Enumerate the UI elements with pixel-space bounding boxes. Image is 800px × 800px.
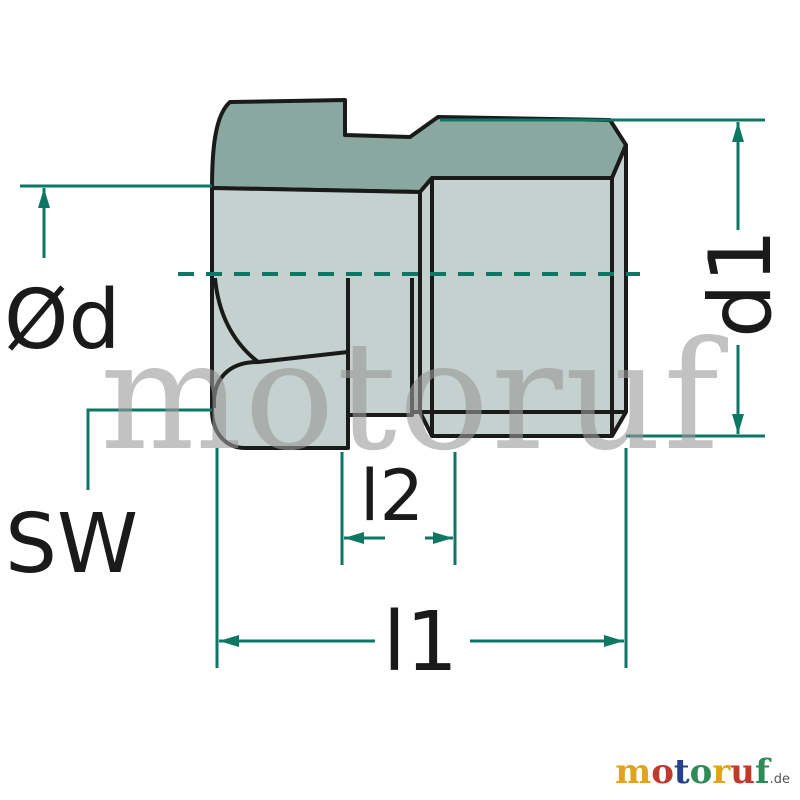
- label-sw: SW: [5, 497, 138, 592]
- label-d1: d1: [691, 229, 791, 338]
- brand-letter: r: [712, 752, 731, 792]
- brand-logo: motoruf.de: [615, 752, 790, 792]
- label-l2: l2: [360, 455, 424, 537]
- watermark: motoruf: [100, 310, 728, 484]
- label-l1: l1: [383, 595, 458, 690]
- brand-letter: o: [651, 752, 674, 792]
- brand-letter: o: [689, 752, 713, 792]
- dimension-lines: [20, 118, 765, 668]
- brand-letter: u: [730, 752, 755, 792]
- brand-letters: motoruf: [615, 752, 769, 792]
- brand-letter: t: [673, 752, 690, 792]
- fitting-part: [210, 98, 628, 450]
- detail-lines: [211, 178, 626, 436]
- label-diameter-d: Ød: [4, 273, 121, 368]
- brand-letter: f: [754, 752, 770, 792]
- brand-letter: m: [615, 752, 652, 792]
- brand-suffix: .de: [769, 772, 790, 787]
